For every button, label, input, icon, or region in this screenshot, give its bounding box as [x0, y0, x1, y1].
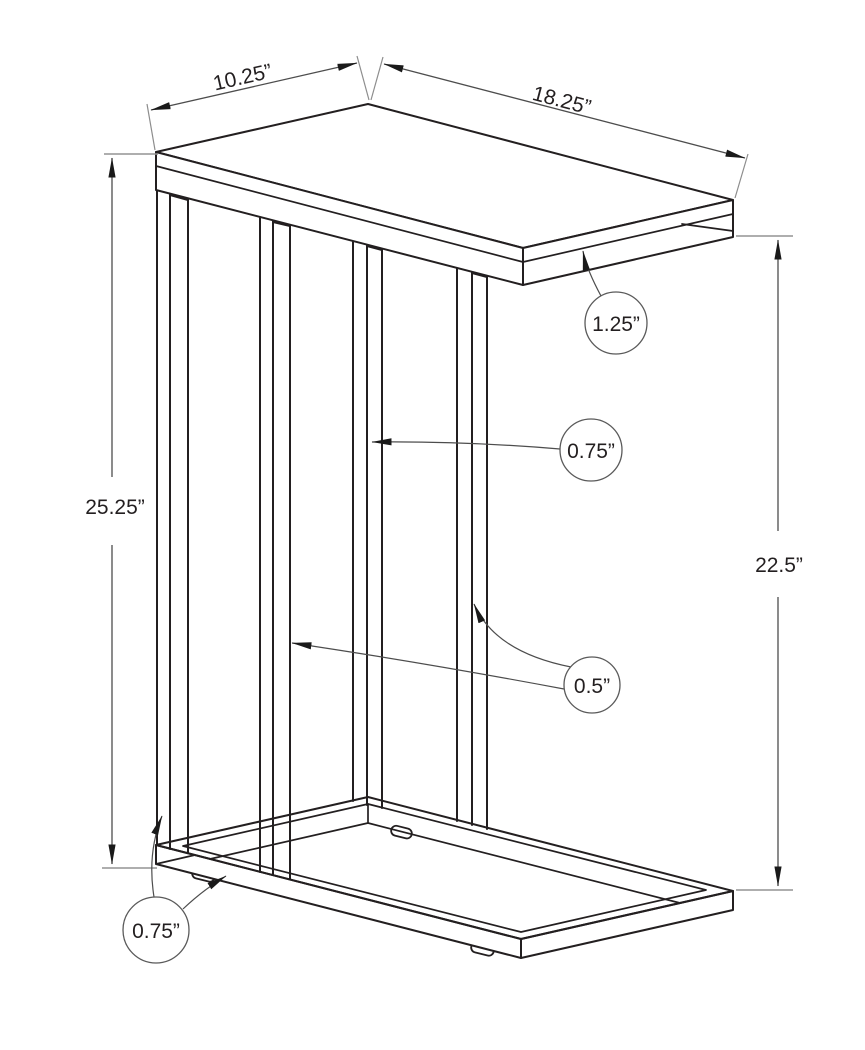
dimension-label-overall-height: 25.25” — [85, 496, 145, 519]
post-left-front — [156, 190, 189, 854]
tabletop-front-right-edge-face — [522, 199, 734, 286]
base-inner-top-ring — [182, 803, 707, 933]
leader-line — [582, 250, 602, 297]
base-outer-top-ring — [155, 796, 734, 940]
callout-label-post-face-width: 0.75” — [567, 440, 615, 463]
leader-line — [182, 875, 227, 910]
callout-label-post-side-depth: 0.5” — [574, 675, 610, 698]
callout-top-thickness: 1.25” — [582, 250, 648, 355]
leader-line — [473, 603, 572, 668]
callout-post-face-width: 0.75” — [371, 418, 623, 482]
base-inner-back-right-bottom-edge — [367, 822, 681, 904]
dimension-line — [150, 62, 358, 111]
base-back-left-bottom-stub — [155, 854, 196, 865]
post-mid-back — [456, 267, 488, 830]
callout-circle — [563, 656, 621, 714]
callout-circle — [584, 291, 648, 355]
dimension-line — [383, 63, 746, 159]
callout-post-side-depth: 0.5” — [291, 603, 621, 714]
table-drawing — [155, 103, 734, 959]
base-frame — [155, 796, 734, 959]
dimension-overall-height: 25.25” — [85, 153, 158, 869]
dimension-label-top-width: 18.25” — [530, 82, 593, 119]
tabletop-edge-parting-line — [155, 165, 734, 263]
tabletop — [155, 103, 734, 286]
extension-line — [734, 153, 749, 199]
base-front-left-face — [155, 844, 522, 959]
extension-line — [356, 55, 370, 101]
post-left-back — [352, 241, 383, 809]
callout-label-top-thickness: 1.25” — [592, 313, 640, 336]
callout-circle — [122, 896, 190, 964]
extension-line — [370, 56, 384, 101]
callout-label-base-frame-height: 0.75” — [132, 920, 180, 943]
leader-line — [371, 438, 561, 450]
extension-line — [146, 103, 156, 151]
dimension-label-top-depth: 10.25” — [211, 60, 274, 96]
leader-line — [151, 815, 163, 898]
callout-base-frame-height: 0.75” — [122, 815, 227, 964]
tabletop-hidden-bottom-edge — [681, 223, 734, 232]
support-posts — [156, 190, 488, 880]
leader-line — [291, 642, 565, 690]
dimension-clearance-height: 22.5” — [736, 235, 803, 891]
post-mid-front — [259, 217, 291, 880]
callout-circle — [559, 418, 623, 482]
dimension-label-clearance-height: 22.5” — [755, 554, 803, 577]
